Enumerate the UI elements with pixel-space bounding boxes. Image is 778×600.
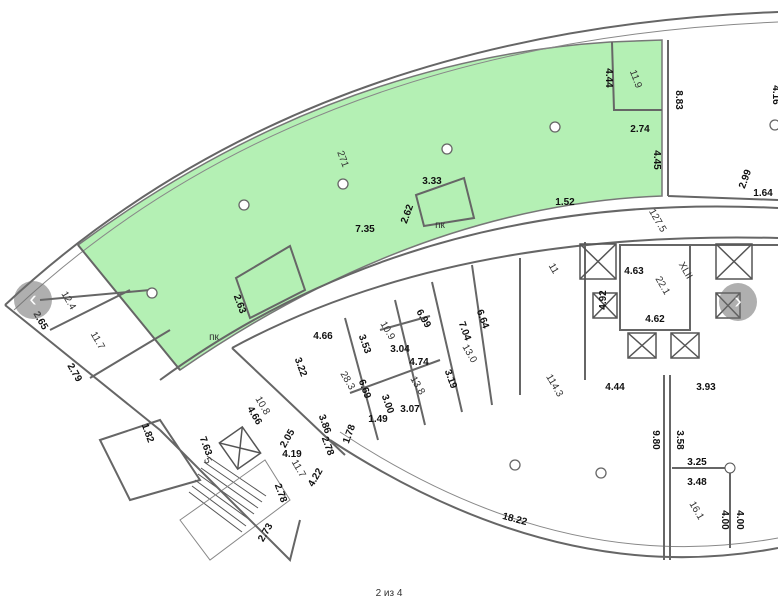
dimension-label: 3.25 [687, 457, 707, 468]
dimension-label: 2.73 [256, 521, 275, 544]
dimension-label: 6.64 [474, 308, 491, 330]
dimension-label: 4.62 [645, 314, 665, 325]
dimension-label: 7.35 [355, 224, 375, 235]
next-image-button[interactable]: › [719, 283, 757, 321]
outer-facade-inner [13, 21, 778, 311]
dimension-label: 8.83 [673, 90, 684, 110]
dimension-label: 4.00 [719, 510, 730, 530]
room-label: 28.3 [338, 370, 357, 393]
dimension-label: 9.80 [650, 430, 661, 450]
dimension-label: 3.33 [422, 176, 442, 187]
room-label: 13.0 [460, 343, 479, 366]
dimension-label: 4.44 [603, 68, 614, 88]
dimension-label: 2.79 [65, 362, 84, 385]
dimension-label: 2.74 [630, 124, 650, 135]
dimension-label: 4.16 [770, 85, 778, 105]
dimension-label: 1.64 [753, 188, 773, 199]
dimension-label: 1.52 [555, 197, 575, 208]
room-label: 13.8 [408, 375, 427, 398]
staircase [179, 455, 291, 561]
dimension-label: 2.78 [319, 435, 336, 457]
dimension-label: 3.53 [356, 333, 373, 355]
room-label: XLII [676, 260, 694, 281]
dimension-label: 3.04 [390, 344, 410, 355]
page-indicator: 2 из 4 [375, 588, 403, 599]
room-label: 12.4 [59, 290, 78, 313]
room-label: 114.3 [543, 372, 565, 399]
dimension-label: 4.63 [624, 266, 644, 277]
dimension-label: 2.99 [737, 168, 754, 190]
dimension-label: 4.66 [313, 331, 333, 342]
corridor-outer [159, 205, 778, 381]
wc-room [414, 176, 476, 228]
columns [146, 119, 778, 479]
chevron-right-icon: › [734, 288, 742, 313]
dimension-label: 4.00 [734, 510, 745, 530]
dimension-label: 4.45 [651, 150, 662, 170]
column [724, 462, 736, 474]
small-room-wall [611, 41, 662, 111]
dimension-label: 2.78 [272, 482, 289, 504]
dimension-label: 3.48 [687, 477, 707, 488]
dimension-label: 4.22 [306, 466, 325, 489]
dimension-label: 4.19 [282, 449, 302, 460]
wc-room-2 [234, 244, 307, 320]
left-units [4, 244, 181, 431]
dimension-label: 18.22 [501, 511, 528, 528]
dimension-label: 1.49 [368, 414, 388, 425]
dimension-label: 4.92 [598, 290, 609, 310]
dimension-label: 3.86 [316, 413, 333, 435]
dimension-label: 2.05 [278, 427, 297, 450]
dimension-label: 3.58 [674, 430, 685, 450]
atrium-curve-inner [339, 431, 778, 548]
room-label: пк [435, 220, 445, 231]
room-label: 11 [546, 262, 561, 277]
room-label: 5 [201, 456, 214, 467]
dimension-label: 3.19 [442, 368, 459, 390]
dimension-label: 3.22 [292, 356, 309, 378]
lower-left-block [98, 418, 301, 562]
dimension-label: 4.74 [409, 357, 429, 368]
dimension-label: 7.63 [197, 435, 214, 457]
outer-facade [4, 11, 778, 306]
room-label: 11.7 [289, 458, 308, 480]
previous-image-button[interactable]: ‹ [14, 281, 52, 319]
dimension-label: 3.07 [400, 404, 420, 415]
chevron-left-icon: ‹ [29, 286, 37, 311]
room-label: 11.7 [88, 330, 107, 352]
room-label: 10.9 [378, 320, 397, 343]
core-rooms [231, 242, 778, 456]
room-label: 127.5 [646, 207, 668, 235]
atrium-curve [329, 439, 778, 559]
dimension-label: 3.00 [379, 393, 396, 415]
room-label: 22.1 [653, 275, 672, 298]
dimension-label: 7.04 [456, 320, 473, 342]
dimension-label: 4.44 [605, 382, 625, 393]
room-label: пк [209, 332, 219, 343]
right-unit-wall [667, 40, 778, 201]
dimension-label: 3.93 [696, 382, 716, 393]
room-label: 16.1 [687, 500, 706, 523]
corridor-inner [231, 236, 778, 349]
